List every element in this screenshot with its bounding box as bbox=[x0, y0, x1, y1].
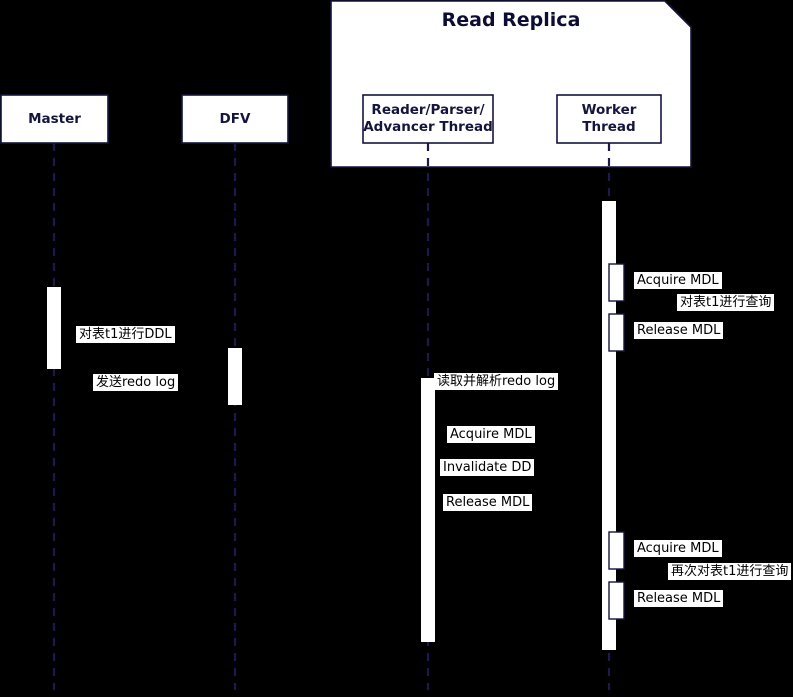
self-message-m7 bbox=[435, 486, 546, 516]
activation-layer bbox=[47, 201, 625, 650]
activation-bar-worker-6 bbox=[608, 531, 625, 570]
message-label-m12: Acquire MDL bbox=[634, 540, 722, 557]
activation-bar-worker-7 bbox=[608, 581, 625, 620]
message-label-m2: 发送redo log bbox=[93, 374, 179, 391]
participant-box-worker[interactable] bbox=[556, 94, 662, 144]
participant-box-master[interactable] bbox=[0, 94, 109, 144]
message-label-m7: Release MDL bbox=[443, 494, 533, 511]
message-label-m11: 再次对表t1进行查询 bbox=[668, 563, 792, 580]
self-message-m4 bbox=[435, 389, 546, 411]
self-message-m5 bbox=[435, 416, 546, 446]
activation-bar-dfv-1 bbox=[228, 348, 242, 405]
frame-title: Read Replica bbox=[441, 9, 581, 31]
participant-label-worker: Worker Thread bbox=[581, 102, 637, 135]
participant-label-dfv: DFV bbox=[219, 110, 251, 127]
participant-box-dfv[interactable] bbox=[181, 94, 289, 144]
message-label-m1: 对表t1进行DDL bbox=[76, 326, 175, 343]
activation-bar-worker-4 bbox=[608, 263, 625, 302]
message-label-m10: Release MDL bbox=[634, 322, 724, 339]
participant-box-reader[interactable] bbox=[362, 94, 494, 144]
self-message-m6 bbox=[435, 451, 546, 481]
participant-label-master: Master bbox=[28, 110, 81, 127]
participant-label-reader: Reader/Parser/Advancer Thread bbox=[363, 95, 493, 143]
participant-box-layer bbox=[0, 94, 662, 144]
frame-fold-icon bbox=[664, 0, 692, 28]
participant-label-line2: Advancer Thread bbox=[363, 119, 493, 135]
self-message-m1 bbox=[61, 304, 257, 362]
message-label-m13: Release MDL bbox=[634, 590, 724, 607]
message-label-m3: 读取并解析redo log bbox=[434, 373, 559, 390]
activation-bar-master-0 bbox=[47, 287, 61, 369]
message-label-m5: Acquire MDL bbox=[447, 426, 535, 443]
activation-bar-reader-2 bbox=[421, 378, 435, 642]
message-layer bbox=[61, 247, 734, 640]
message-label-m8: 对表t1进行查询 bbox=[677, 294, 775, 311]
message-label-m6: Invalidate DD bbox=[440, 459, 535, 476]
message-label-m9: Acquire MDL bbox=[634, 272, 722, 289]
participant-label-line1: Reader/Parser/ bbox=[371, 102, 485, 118]
activation-bar-worker-5 bbox=[608, 313, 625, 352]
